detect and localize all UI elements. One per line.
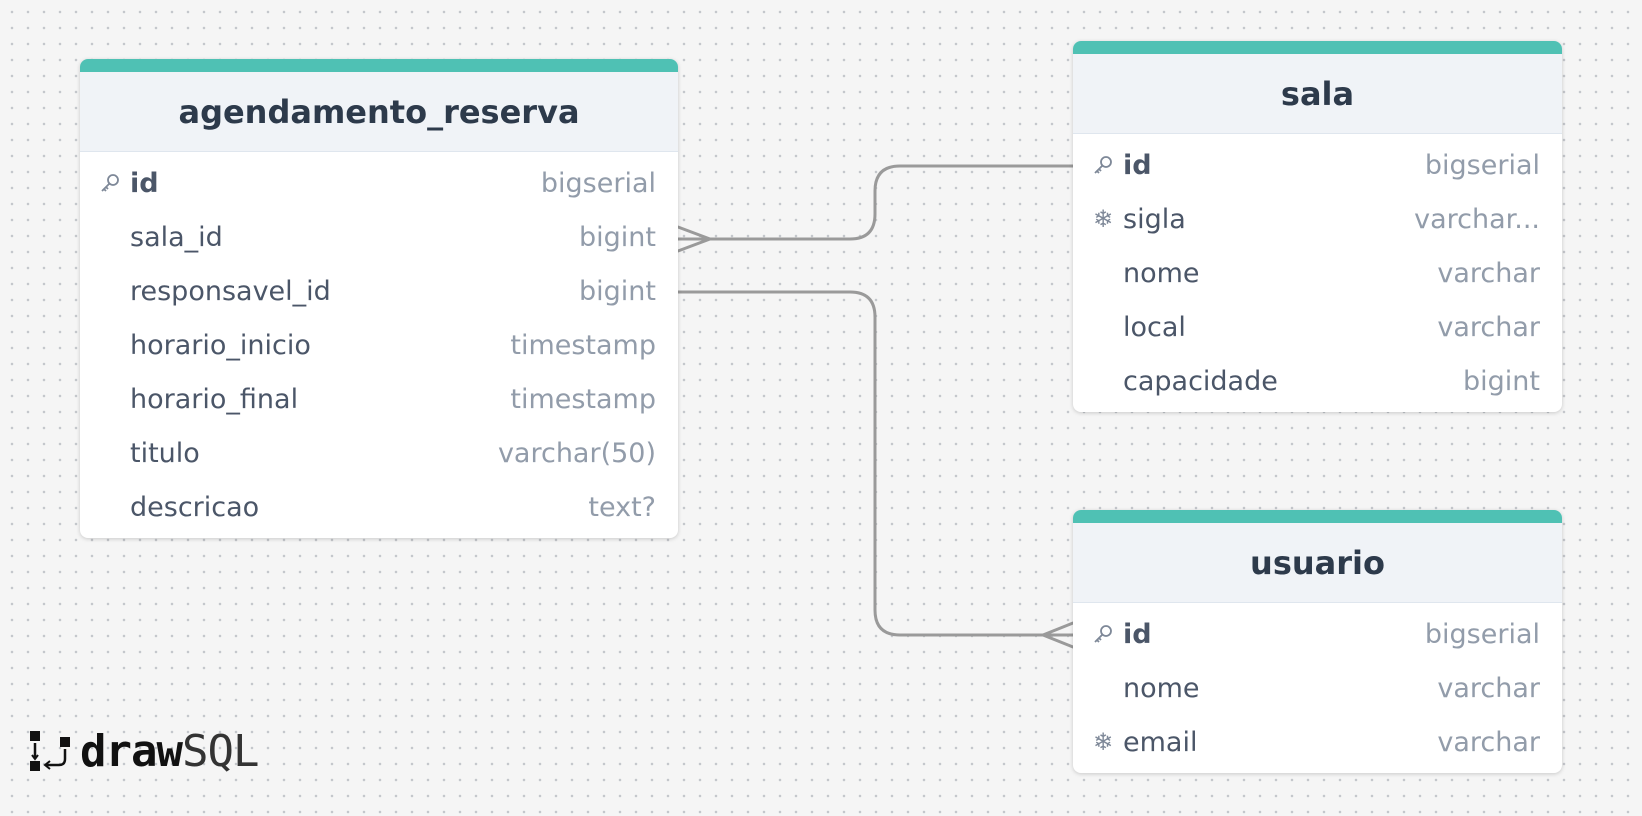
- column-row-nome[interactable]: nome varchar: [1073, 246, 1562, 300]
- column-name: horario_inicio: [130, 329, 311, 361]
- column-type: varchar...: [1414, 203, 1540, 235]
- key-icon: [1091, 153, 1115, 177]
- table-columns: id bigserial nome varchar ❄ email varcha…: [1073, 603, 1562, 773]
- relation-usuario-crowfoot: [1041, 621, 1075, 649]
- column-type: varchar(50): [497, 437, 656, 469]
- relation-usuario-line: [676, 290, 1075, 637]
- column-type: bigint: [1463, 365, 1540, 397]
- column-row-titulo[interactable]: titulo varchar(50): [80, 426, 678, 480]
- column-name: id: [1123, 618, 1152, 650]
- relation-sala-crowfoot: [676, 225, 712, 253]
- column-row-id[interactable]: id bigserial: [1073, 607, 1562, 661]
- key-icon: [98, 171, 122, 195]
- column-type: bigserial: [540, 167, 656, 199]
- column-type: varchar: [1437, 311, 1540, 343]
- column-type: varchar: [1437, 726, 1540, 758]
- column-name: capacidade: [1123, 365, 1278, 397]
- column-row-responsavel-id[interactable]: responsavel_id bigint: [80, 264, 678, 318]
- column-type: bigint: [579, 221, 656, 253]
- column-name: titulo: [130, 437, 200, 469]
- column-type: text?: [588, 491, 656, 523]
- table-columns: id bigserial ❄ sigla varchar... nome var…: [1073, 134, 1562, 412]
- key-icon: [1091, 622, 1115, 646]
- column-name: sala_id: [130, 221, 223, 253]
- column-type: timestamp: [510, 383, 656, 415]
- column-row-sala-id[interactable]: sala_id bigint: [80, 210, 678, 264]
- column-name: nome: [1123, 257, 1200, 289]
- column-row-sigla[interactable]: ❄ sigla varchar...: [1073, 192, 1562, 246]
- relation-sala-line: [676, 164, 1075, 241]
- column-name: sigla: [1123, 203, 1186, 235]
- column-name: descricao: [130, 491, 260, 523]
- column-type: bigserial: [1424, 618, 1540, 650]
- table-title[interactable]: agendamento_reserva: [80, 72, 678, 152]
- column-row-horario-final[interactable]: horario_final timestamp: [80, 372, 678, 426]
- table-agendamento-reserva[interactable]: agendamento_reserva id bigserial sala_id…: [80, 59, 678, 538]
- column-row-email[interactable]: ❄ email varchar: [1073, 715, 1562, 769]
- snowflake-icon: ❄: [1092, 205, 1114, 233]
- column-type: varchar: [1437, 257, 1540, 289]
- table-accent-bar: [80, 59, 678, 72]
- column-name: id: [130, 167, 159, 199]
- drawsql-logo-icon: [30, 730, 70, 771]
- column-type: bigserial: [1424, 149, 1540, 181]
- table-accent-bar: [1073, 510, 1562, 523]
- table-columns: id bigserial sala_id bigint responsavel_…: [80, 152, 678, 538]
- table-usuario[interactable]: usuario id bigserial nome varchar ❄ emai…: [1073, 510, 1562, 773]
- column-name: nome: [1123, 672, 1200, 704]
- column-row-local[interactable]: local varchar: [1073, 300, 1562, 354]
- column-row-id[interactable]: id bigserial: [1073, 138, 1562, 192]
- column-name: id: [1123, 149, 1152, 181]
- column-row-nome[interactable]: nome varchar: [1073, 661, 1562, 715]
- column-name: responsavel_id: [130, 275, 331, 307]
- table-accent-bar: [1073, 41, 1562, 54]
- column-name: email: [1123, 726, 1198, 758]
- column-row-id[interactable]: id bigserial: [80, 156, 678, 210]
- column-type: bigint: [579, 275, 656, 307]
- column-row-horario-inicio[interactable]: horario_inicio timestamp: [80, 318, 678, 372]
- column-name: horario_final: [130, 383, 299, 415]
- snowflake-icon: ❄: [1092, 728, 1114, 756]
- column-name: local: [1123, 311, 1186, 343]
- logo-text-sql: SQL: [181, 726, 259, 777]
- table-title[interactable]: usuario: [1073, 523, 1562, 603]
- column-type: varchar: [1437, 672, 1540, 704]
- column-type: timestamp: [510, 329, 656, 361]
- logo-text-draw: draw: [80, 726, 183, 777]
- column-row-capacidade[interactable]: capacidade bigint: [1073, 354, 1562, 408]
- table-title[interactable]: sala: [1073, 54, 1562, 134]
- table-sala[interactable]: sala id bigserial ❄ sigla varchar... nom…: [1073, 41, 1562, 412]
- column-row-descricao[interactable]: descricao text?: [80, 480, 678, 534]
